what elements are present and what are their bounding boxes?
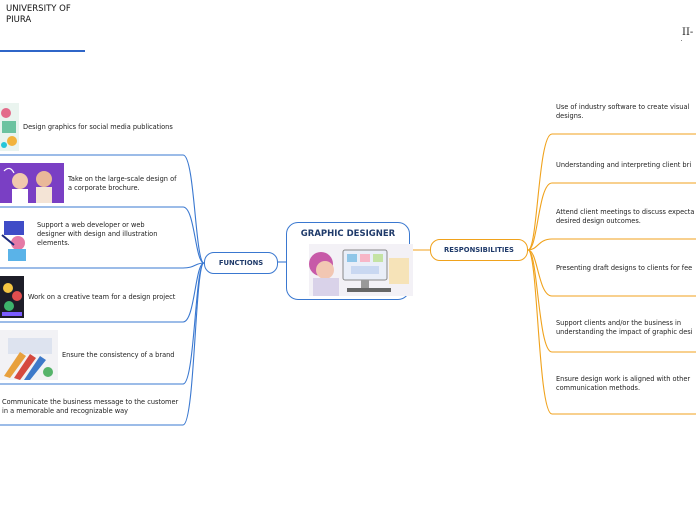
function-item-3[interactable]: Support a web developer or web designer … [37,221,158,247]
link-rs-3 [527,238,696,251]
responsibility-item-5[interactable]: Support clients and/or the business in u… [556,319,693,336]
corner-label: II- [682,27,694,38]
function-item-4[interactable]: Work on a creative team for a design pro… [28,293,176,301]
function-item-6[interactable]: Communicate the business message to the … [2,398,179,415]
responsibility-item-4[interactable]: Presenting draft designs to clients for … [556,264,693,272]
link-fn-1 [0,154,205,264]
link-fn-6 [0,262,205,426]
functions-node[interactable]: FUNCTIONS [204,252,278,274]
link-fn-2 [0,206,205,264]
web-illustration-thumbnail [0,215,33,263]
university-title: UNIVERSITY OF PIURA [6,4,71,25]
link-rs-4 [527,249,696,297]
central-topic-title: GRAPHIC DESIGNER [300,229,396,239]
responsibilities-node[interactable]: RESPONSIBILITIES [430,239,528,261]
responsibility-item-1[interactable]: Use of industry software to create visua… [556,103,690,120]
creative-team-thumbnail [0,276,24,318]
function-item-2[interactable]: Take on the large-scale design of a corp… [68,175,177,192]
link-fn-4 [0,262,205,323]
corner-dot [681,40,682,41]
social-media-graphics-thumbnail [0,103,19,151]
link-rs-2 [527,182,696,251]
designer-at-monitor-illustration [309,244,413,296]
responsibility-item-3[interactable]: Attend client meetings to discuss expect… [556,208,695,225]
link-rs-6 [527,249,696,415]
responsibility-item-6[interactable]: Ensure design work is aligned with other… [556,375,691,392]
link-fn-3 [0,262,205,269]
university-underline [0,50,85,52]
responsibility-item-2[interactable]: Understanding and interpreting client br… [556,161,692,169]
function-item-5[interactable]: Ensure the consistency of a brand [62,351,175,359]
link-rs-1 [527,133,696,251]
brand-color-swatches-thumbnail [0,330,58,380]
team-brochure-thumbnail [0,163,64,203]
link-rs-5 [527,249,696,353]
function-item-1[interactable]: Design graphics for social media publica… [23,123,173,131]
